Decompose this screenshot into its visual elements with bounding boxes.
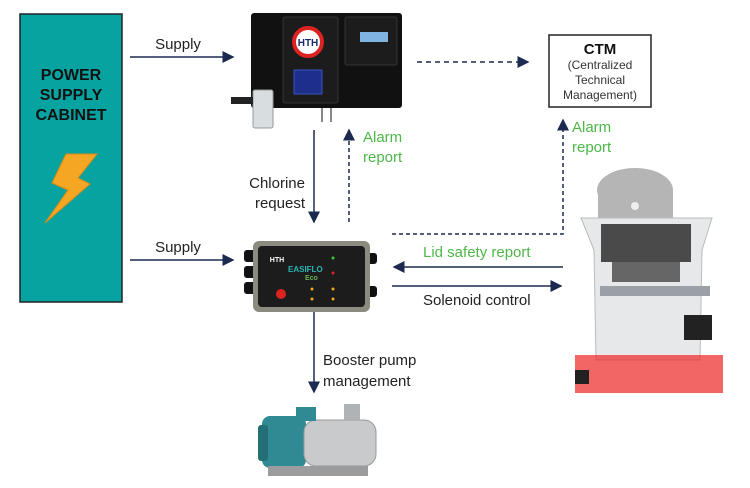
controller-logo: HTH	[270, 257, 284, 264]
alarm-report-right-arrow	[392, 118, 569, 235]
chlorinator-logo: HTH	[298, 38, 319, 49]
controller-brand: EASIFLO	[288, 265, 323, 274]
ctm-box: CTM (Centralized Technical Management)	[548, 34, 652, 108]
alarm-report-left-2: report	[363, 149, 403, 166]
ctm-line-1: (Centralized	[568, 58, 633, 72]
lid-safety-label: Lid safety report	[423, 244, 531, 261]
chlorinator-device: HTH	[231, 13, 402, 129]
chlorine-request-label-1: Chlorine	[249, 175, 305, 192]
booster-pump-label-2: management	[323, 373, 411, 390]
alarm-report-left-1: Alarm	[363, 129, 402, 146]
controller-sub: Eco	[305, 275, 318, 282]
power-supply-cabinet: POWER SUPPLY CABINET	[19, 13, 123, 303]
cabinet-label-1: POWER	[41, 67, 102, 84]
chlorine-request-label-2: request	[255, 195, 306, 212]
chlorine-tank	[575, 168, 723, 393]
solenoid-control-label: Solenoid control	[423, 292, 531, 309]
alarm-report-right-2: report	[572, 139, 612, 156]
booster-pump	[258, 404, 377, 476]
supply-label-top: Supply	[155, 36, 201, 53]
ctm-line-2: Technical	[575, 73, 625, 87]
booster-pump-label-1: Booster pump	[323, 352, 416, 369]
ctm-line-3: Management)	[563, 88, 637, 102]
supply-label-bottom: Supply	[155, 239, 201, 256]
ctm-title: CTM	[584, 41, 617, 58]
alarm-report-right-1: Alarm	[572, 119, 611, 136]
cabinet-label-2: SUPPLY	[40, 87, 103, 104]
arrows	[130, 51, 569, 394]
easiflo-controller: HTH EASIFLO Eco	[244, 241, 377, 312]
cabinet-label-3: CABINET	[35, 107, 106, 124]
lightning-bolt-icon	[44, 153, 99, 224]
